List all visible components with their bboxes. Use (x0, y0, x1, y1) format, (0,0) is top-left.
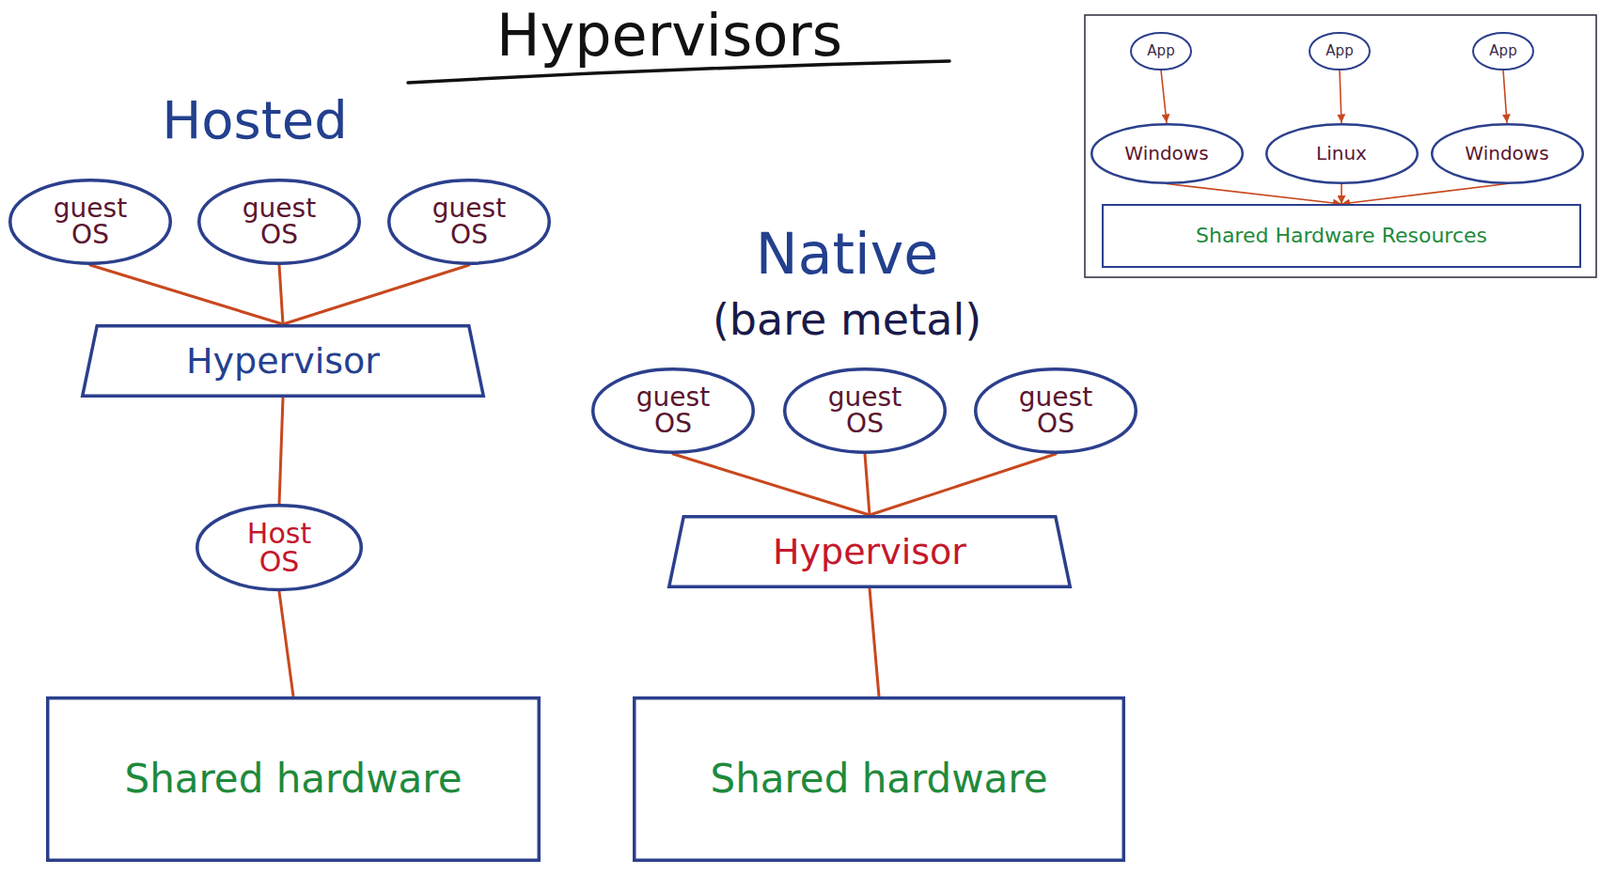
text-wrap: Shared hardware (124, 759, 462, 800)
connector (673, 454, 870, 516)
guest-os-ellipse: guest OS (591, 367, 755, 455)
section-heading: Hosted (161, 91, 348, 150)
hypervisor-box: Hypervisor (80, 324, 486, 398)
hypervisor-box: Hypervisor (667, 515, 1072, 589)
section-heading: Native (755, 222, 939, 285)
node-text: Hypervisor (186, 343, 380, 379)
node-text: guest OS (1008, 384, 1103, 438)
node-text: Shared Hardware Resources (1195, 225, 1488, 247)
ellipse-outline (10, 180, 172, 265)
guest-os-ellipse: guest OS (387, 178, 551, 266)
text-wrap: guest OS (1008, 384, 1103, 438)
node-text: Windows (1124, 143, 1208, 163)
text-wrap: Hypervisor (772, 533, 967, 570)
node-text: Windows (1464, 143, 1549, 163)
node-text: guest OS (817, 384, 912, 438)
ellipse-outline (784, 369, 946, 454)
connector (282, 265, 470, 325)
section-subheading: (bare metal) (712, 296, 982, 345)
hardware-box: Shared Hardware Resources (1101, 203, 1582, 268)
text-wrap: Windows (1124, 143, 1208, 163)
text-wrap: Shared hardware (709, 759, 1048, 800)
trapezoid-outline (82, 326, 485, 397)
connector (1160, 70, 1167, 124)
connector (1340, 184, 1343, 205)
ellipse-outline (199, 180, 361, 265)
hardware-box: Shared hardware (46, 696, 541, 863)
text-wrap: App (1146, 44, 1175, 59)
ellipse-outline (1130, 32, 1192, 70)
ellipse-outline (975, 369, 1137, 454)
text-wrap: guest OS (817, 384, 912, 438)
connector (869, 588, 879, 697)
node-text: Shared hardware (709, 759, 1048, 800)
text-wrap: Hypervisor (186, 343, 380, 379)
text-wrap: guest OS (626, 384, 721, 438)
node-text: Host OS (232, 519, 327, 577)
ellipse-outline (593, 369, 754, 454)
ellipse-outline (1266, 124, 1418, 184)
text-wrap: Shared Hardware Resources (1195, 225, 1488, 247)
ellipse-outline (389, 180, 550, 265)
node-text: guest OS (232, 195, 327, 249)
host-os-ellipse: Host OS (195, 503, 363, 592)
connector (279, 592, 294, 697)
guest-os-ellipse: guest OS (973, 367, 1138, 455)
connector (1503, 70, 1507, 124)
diagram-title: Hypervisors (496, 3, 843, 68)
connector (1341, 184, 1507, 205)
connector (869, 454, 1056, 516)
app-ellipse: App (1308, 31, 1371, 71)
node-text: App (1146, 44, 1175, 59)
rect-outline (1102, 204, 1581, 267)
node-text: Hypervisor (772, 533, 967, 570)
connector (279, 397, 283, 504)
node-text: guest OS (43, 195, 138, 249)
text-wrap: guest OS (43, 195, 138, 249)
text-wrap: App (1325, 44, 1353, 59)
inset-frame (1084, 15, 1597, 278)
node-text: Linux (1316, 143, 1367, 163)
text-wrap: Linux (1316, 143, 1367, 163)
connector (1339, 70, 1342, 124)
text-wrap: guest OS (232, 195, 327, 249)
connector (864, 454, 870, 516)
os-ellipse: Windows (1090, 123, 1244, 185)
ellipse-outline (1473, 32, 1534, 70)
node-text: guest OS (422, 195, 517, 249)
os-ellipse: Linux (1265, 123, 1419, 185)
ellipse-outline (1309, 32, 1370, 70)
ellipse-outline (197, 505, 362, 591)
rect-outline (634, 698, 1125, 862)
app-ellipse: App (1472, 31, 1535, 71)
os-ellipse: Windows (1430, 123, 1585, 185)
guest-os-ellipse: guest OS (783, 367, 947, 455)
text-wrap: guest OS (422, 195, 517, 249)
trapezoid-outline (669, 517, 1071, 588)
hardware-box: Shared hardware (632, 696, 1126, 863)
app-ellipse: App (1129, 31, 1193, 71)
connector (279, 265, 283, 325)
node-text: App (1489, 44, 1517, 59)
guest-os-ellipse: guest OS (8, 178, 173, 266)
node-text: Shared hardware (124, 759, 462, 800)
text-wrap: Host OS (232, 519, 327, 577)
rect-outline (47, 698, 540, 862)
text-wrap: Windows (1464, 143, 1549, 163)
text-wrap: App (1489, 44, 1517, 59)
ellipse-outline (1091, 124, 1243, 184)
guest-os-ellipse: guest OS (197, 178, 361, 266)
ellipse-outline (1431, 124, 1584, 184)
connector (90, 265, 283, 325)
node-text: App (1325, 44, 1353, 59)
connector (1166, 184, 1342, 205)
node-text: guest OS (626, 384, 721, 438)
